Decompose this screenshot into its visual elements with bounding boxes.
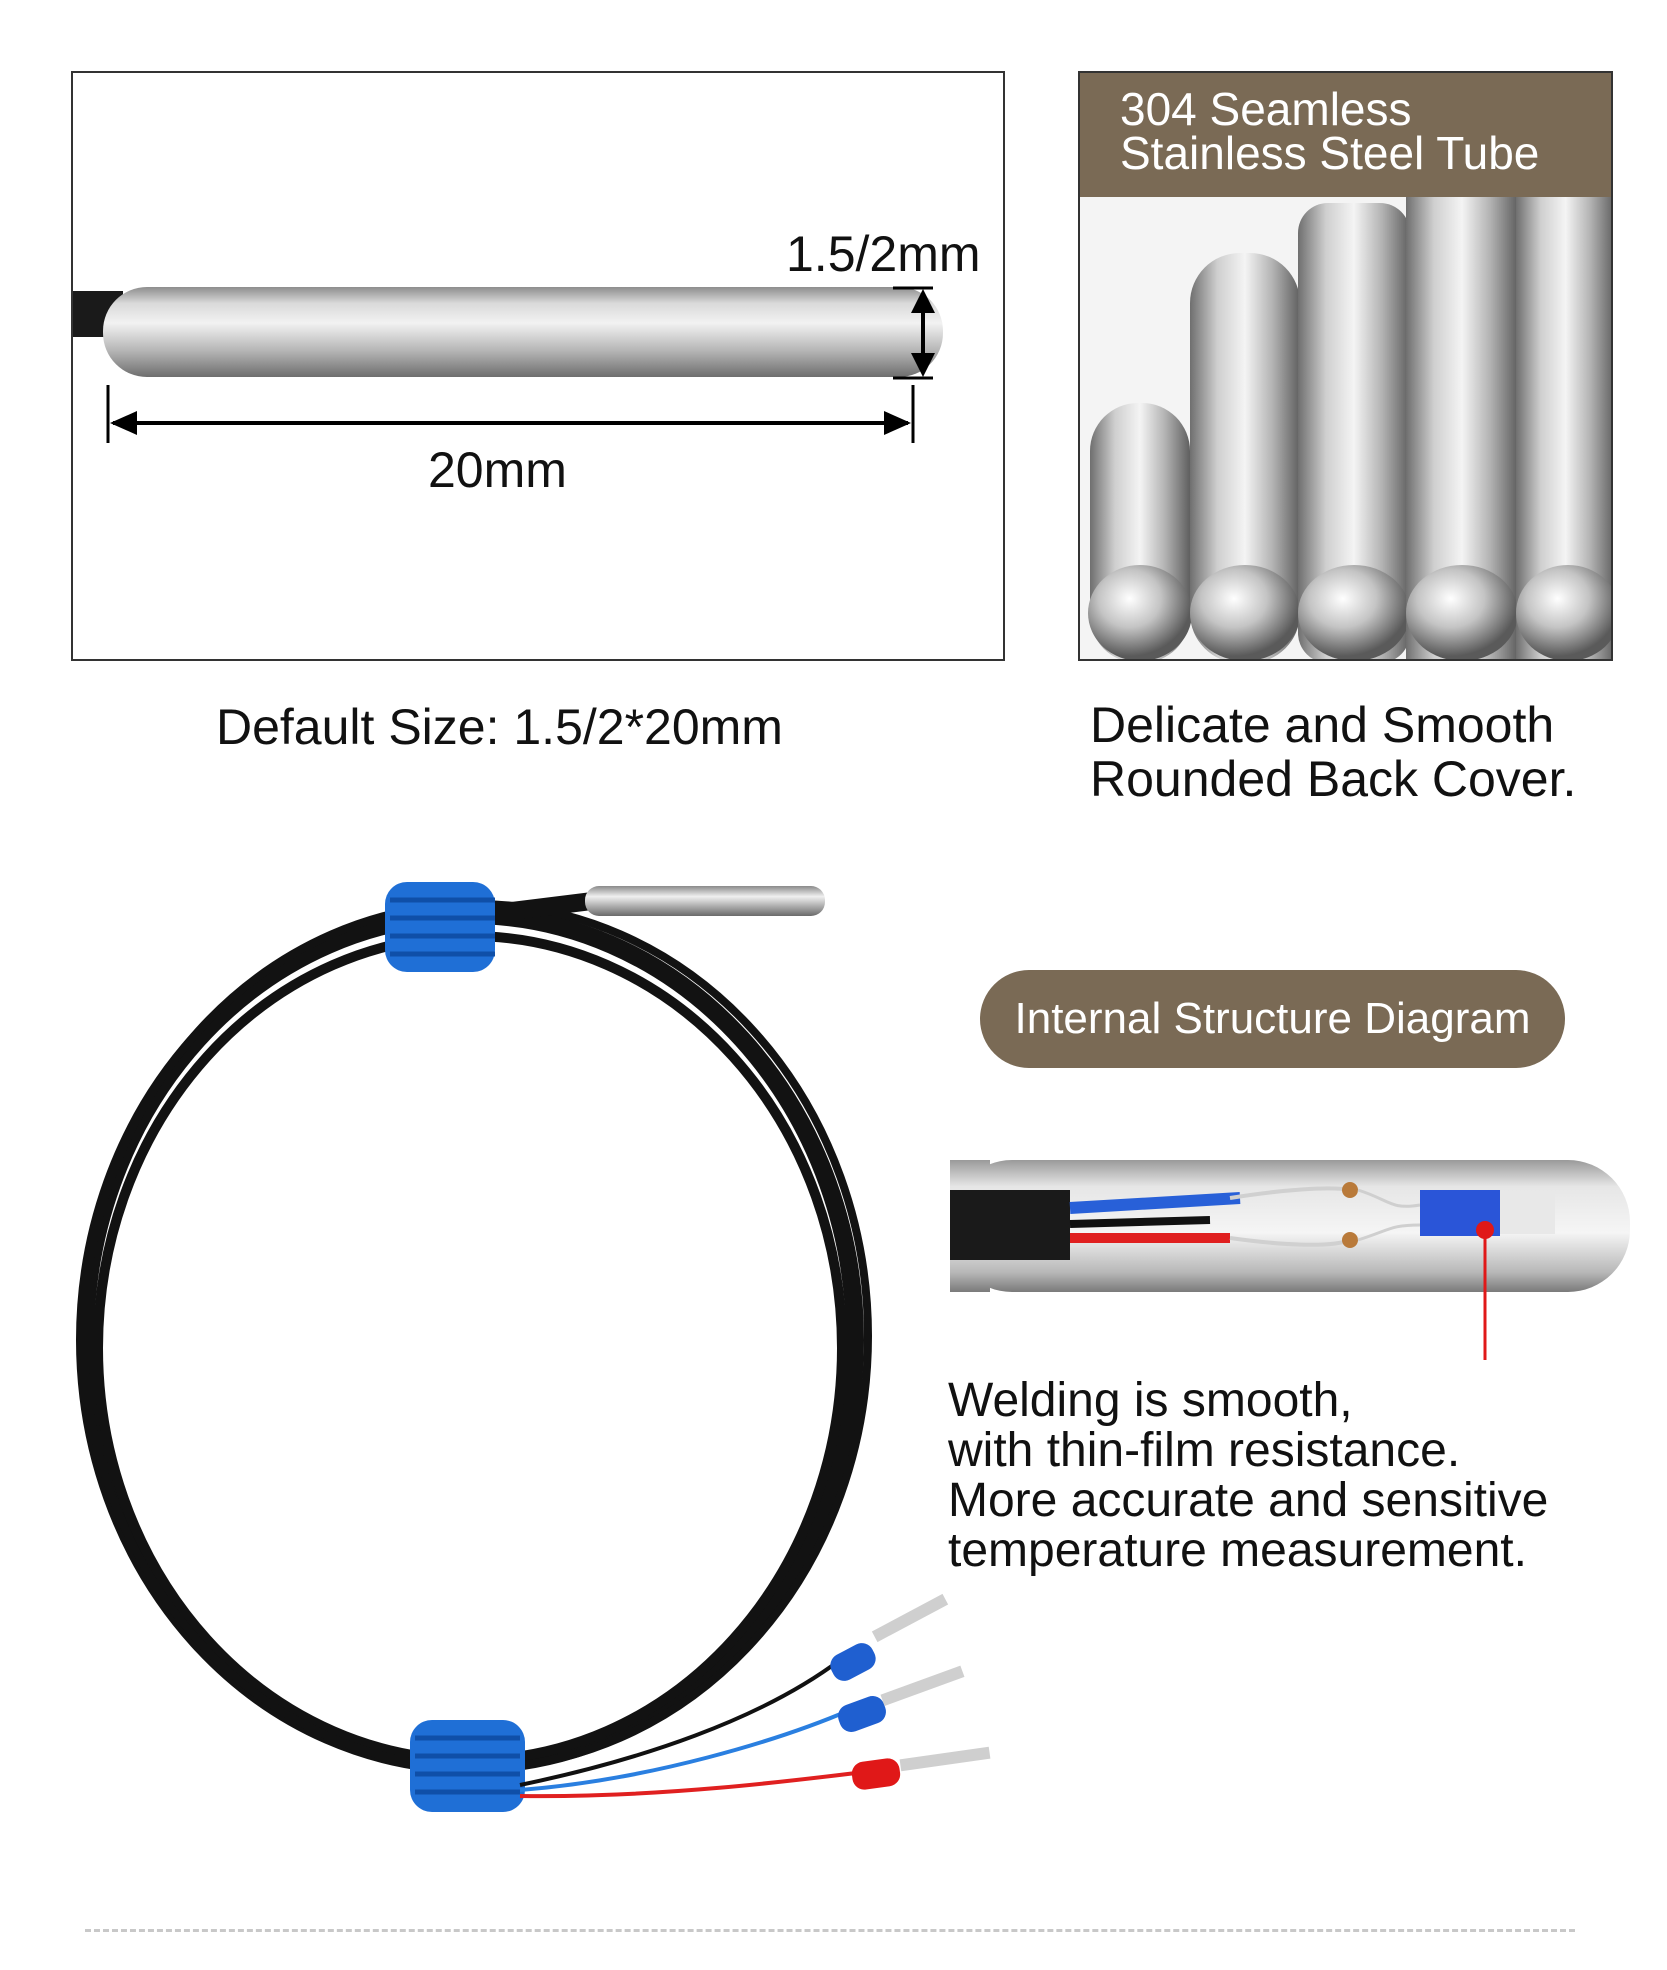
structure-desc-line4: temperature measurement.: [948, 1524, 1527, 1577]
default-size-caption: Default Size: 1.5/2*20mm: [216, 699, 783, 755]
bottom-blue-wrap: [410, 1720, 525, 1812]
solder-joint-1: [1342, 1182, 1358, 1198]
lead-wires: [519, 1658, 881, 1799]
cable-coil: [76, 900, 872, 1774]
length-arrow: [106, 385, 915, 443]
tube-3: [1298, 203, 1410, 659]
tube-2: [1190, 253, 1300, 659]
rounded-cover-caption: Delicate and Smooth Rounded Back Cover.: [1090, 698, 1576, 806]
structure-description: Welding is smooth, with thin-film resist…: [948, 1376, 1548, 1576]
black-wire: [1069, 1216, 1211, 1228]
ferrule-blue-2: [838, 1665, 965, 1732]
probe-dimension-drawing: [73, 286, 943, 443]
ferrule-red: [851, 1746, 991, 1790]
internal-structure-diagram: [950, 1160, 1630, 1360]
rounded-cover-caption-line2: Rounded Back Cover.: [1090, 751, 1577, 807]
ferrule-blue-1: [830, 1593, 949, 1681]
coiled-sensor-cable: [76, 882, 991, 1812]
solder-joint-2: [1342, 1232, 1358, 1248]
tubes-header-line2: Stainless Steel Tube: [1120, 127, 1540, 179]
tubes-photo: [1080, 197, 1611, 659]
blue-wire: [1069, 1192, 1241, 1214]
rounded-cover-caption-line1: Delicate and Smooth: [1090, 697, 1555, 753]
probe-tube: [103, 287, 943, 377]
length-label: 20mm: [428, 442, 567, 498]
tube-1: [1088, 403, 1192, 659]
diameter-arrow: [893, 286, 935, 380]
dashed-divider: [85, 1929, 1575, 1932]
structure-desc-line2: with thin-film resistance.: [948, 1424, 1461, 1477]
steel-probe: [585, 886, 825, 916]
diameter-label: 1.5/2mm: [786, 226, 981, 282]
structure-desc-line3: More accurate and sensitive: [948, 1474, 1549, 1527]
tubes-header-line1: 304 Seamless: [1120, 83, 1412, 135]
internal-structure-pill: Internal Structure Diagram: [980, 970, 1565, 1068]
top-blue-wrap: [385, 882, 495, 972]
tube-5: [1516, 197, 1611, 659]
structure-desc-line1: Welding is smooth,: [948, 1374, 1353, 1427]
probe-dimension-panel: 1.5/2mm 20mm: [71, 71, 1005, 661]
tubes-header: 304 Seamless Stainless Steel Tube: [1080, 73, 1611, 197]
tube-4: [1406, 197, 1518, 659]
stainless-tube-panel: 304 Seamless Stainless Steel Tube: [1078, 71, 1613, 661]
inner-cable-jacket: [950, 1190, 1070, 1260]
